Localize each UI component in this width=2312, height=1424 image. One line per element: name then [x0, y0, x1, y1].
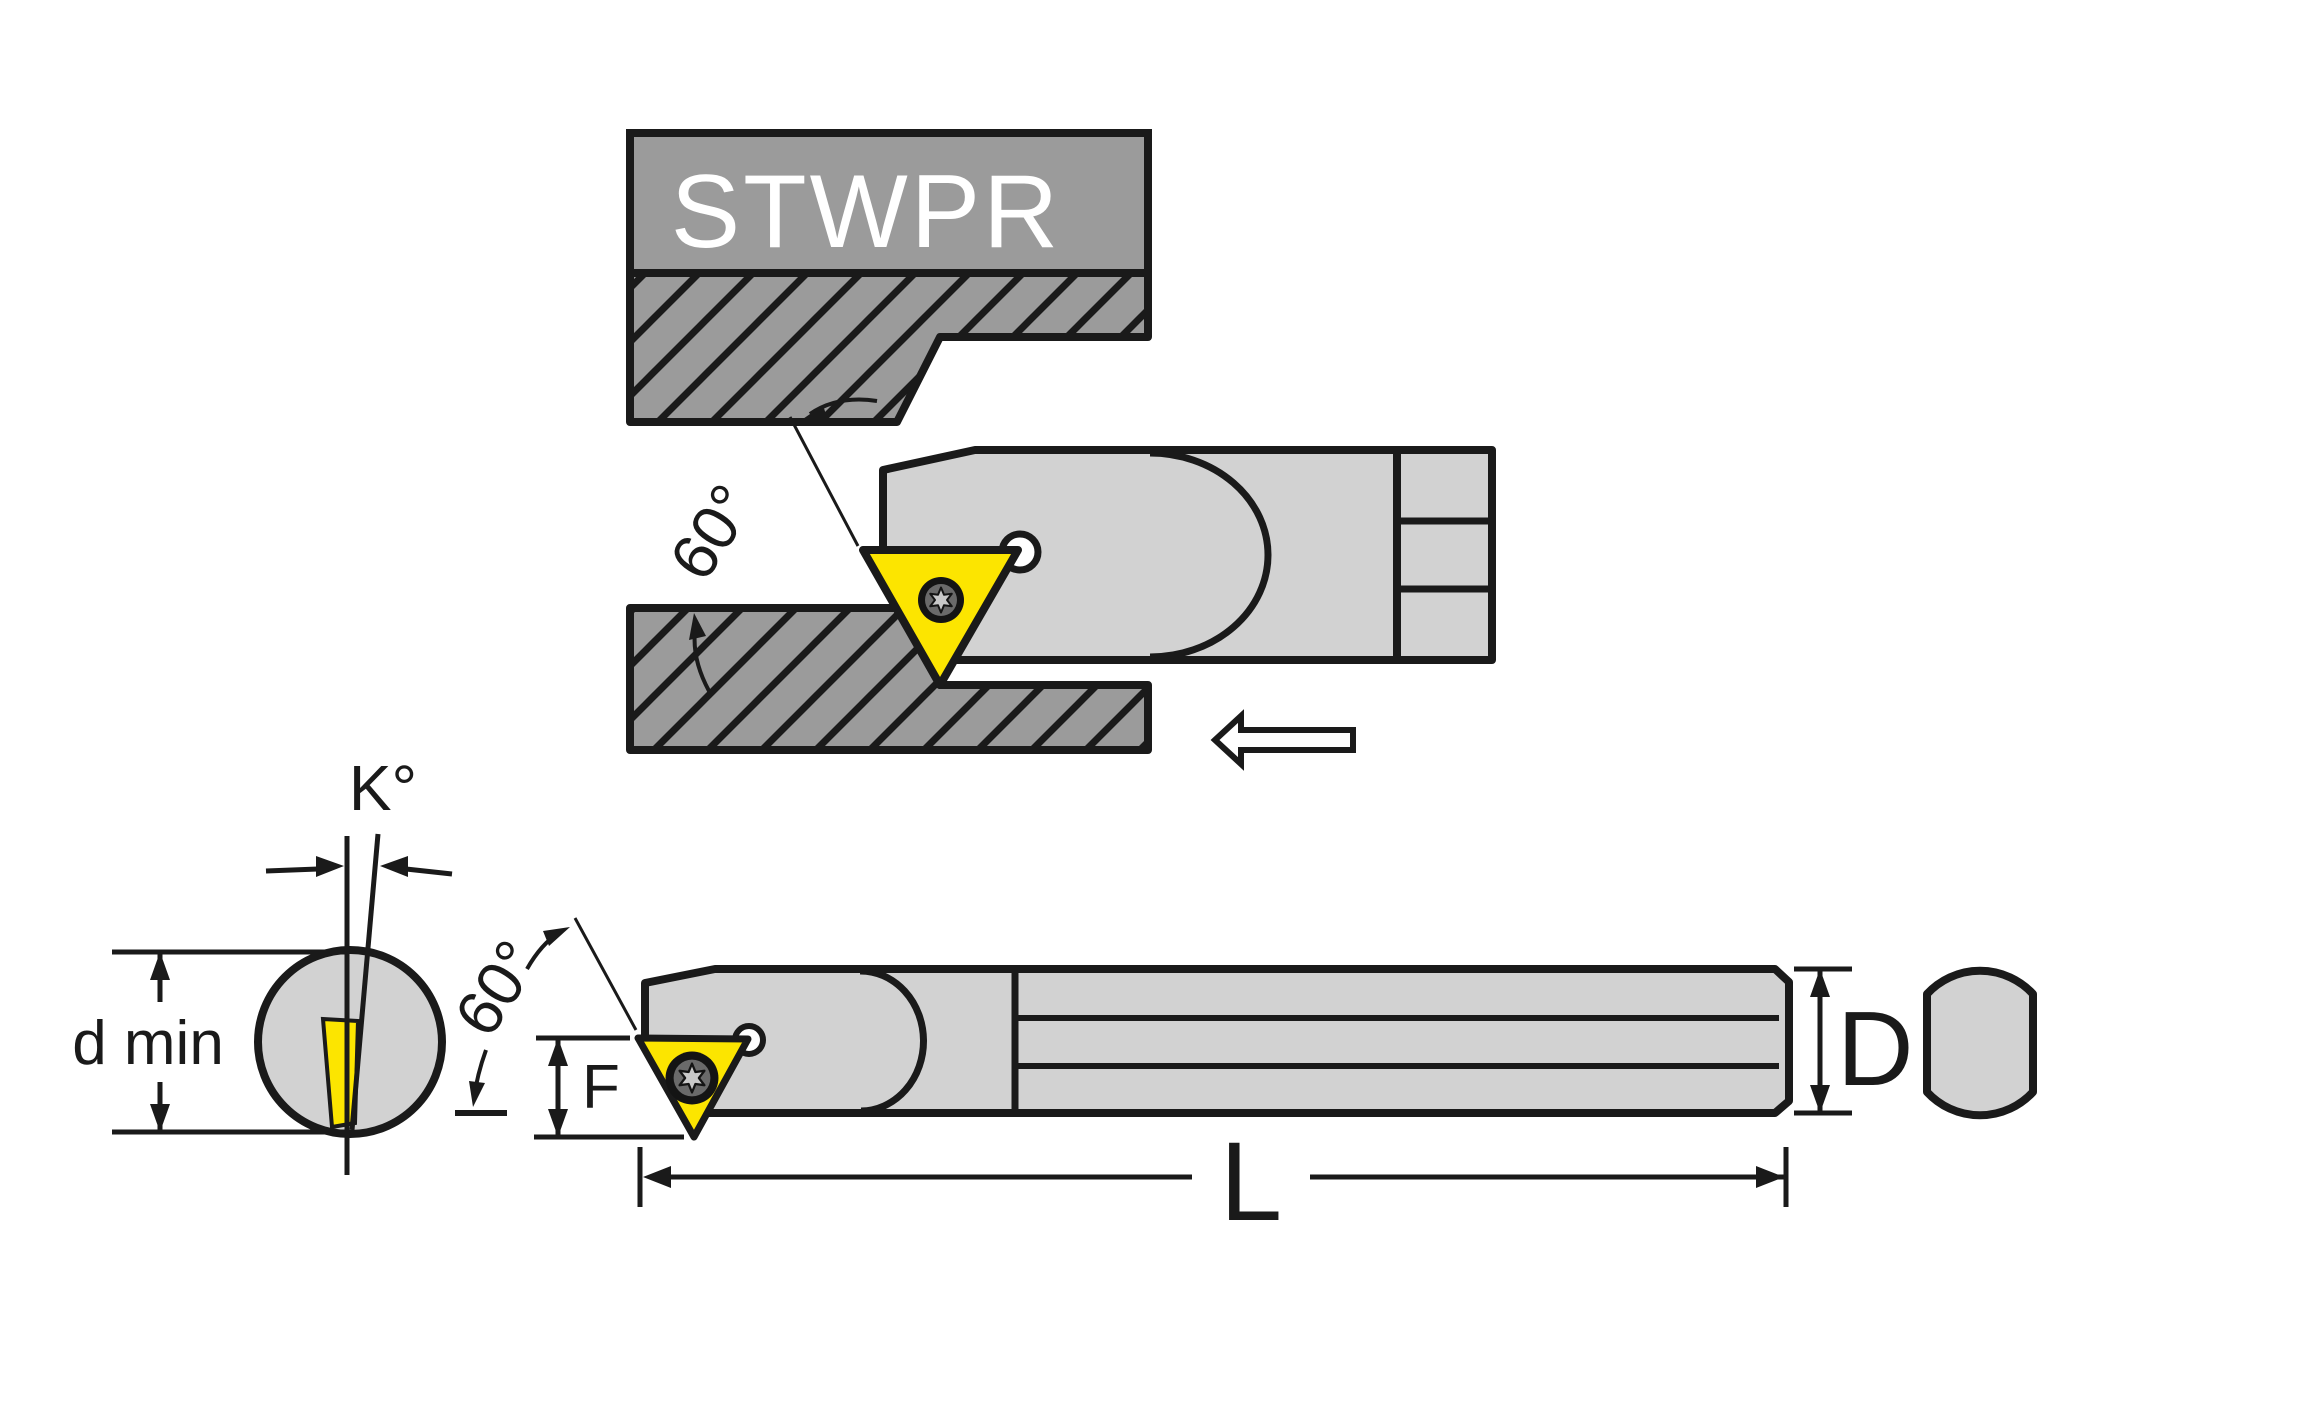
- bar-pocket-arc: [859, 967, 927, 1115]
- dimension-arrow-icon: [1810, 969, 1830, 997]
- torx-screw-icon: [917, 576, 965, 624]
- workpiece-upper-wall: [626, 269, 1152, 426]
- dimension-arrow-icon: [150, 1104, 170, 1132]
- side-view: 60° F L D: [440, 917, 2037, 1244]
- angle-leader-arrow-icon: [800, 405, 828, 421]
- tool-pocket-arc: [1149, 449, 1272, 661]
- dimension-arrow-icon: [1756, 1166, 1784, 1188]
- tilt-leader-arrow-icon: [469, 1081, 485, 1107]
- torx-screw-icon: [664, 1050, 720, 1106]
- clamp-serration-lines: [1397, 517, 1492, 593]
- d-min-extension-lines: [112, 949, 345, 1135]
- min-bore-diameter-label: d min: [72, 1009, 224, 1078]
- section-view: 60° STWPR: [626, 129, 1496, 771]
- d-extension-lines: [1794, 966, 1852, 1116]
- angle-construction-line: [788, 416, 860, 547]
- angle-leader-arrow-icon: [543, 927, 570, 946]
- k-angle-arrow-icon: [380, 856, 408, 877]
- k-angle-arrow-tail: [265, 866, 319, 874]
- dimension-arrow-icon: [643, 1166, 671, 1188]
- dimension-arrow-icon: [548, 1038, 568, 1066]
- k-angle-arrow-tail: [405, 866, 453, 877]
- end-view: K° d min: [72, 752, 507, 1175]
- tool-code-label: STWPR: [671, 154, 1062, 270]
- dimension-arrow-icon: [548, 1109, 568, 1137]
- dimension-arrow-icon: [150, 952, 170, 980]
- side-view-angle-label: 60°: [440, 928, 553, 1048]
- angle-label-group: 60°: [655, 472, 768, 592]
- boring-bar-body: [641, 965, 1793, 1117]
- k-angle-arrow-icon: [316, 856, 344, 877]
- shank-diameter-label: D: [1837, 990, 1914, 1108]
- angle-leader-arrow-icon: [689, 613, 706, 640]
- bar-shank-lines: [1015, 1015, 1779, 1069]
- back-tilt-angle-label: K°: [349, 752, 417, 824]
- angle-label-group: 60°: [440, 928, 553, 1048]
- feed-direction-arrow-icon: [1210, 709, 1356, 771]
- top-view-angle-label: 60°: [655, 472, 768, 592]
- workpiece-label-band: [626, 129, 1152, 277]
- tip-offset-label: F: [582, 1053, 620, 1122]
- dimension-arrow-icon: [1810, 1085, 1830, 1113]
- bar-cross-section: [1923, 966, 2037, 1120]
- tilt-axis-line: [349, 833, 381, 1131]
- overall-length-label: L: [1220, 1119, 1282, 1244]
- angle-construction-line: [573, 917, 638, 1031]
